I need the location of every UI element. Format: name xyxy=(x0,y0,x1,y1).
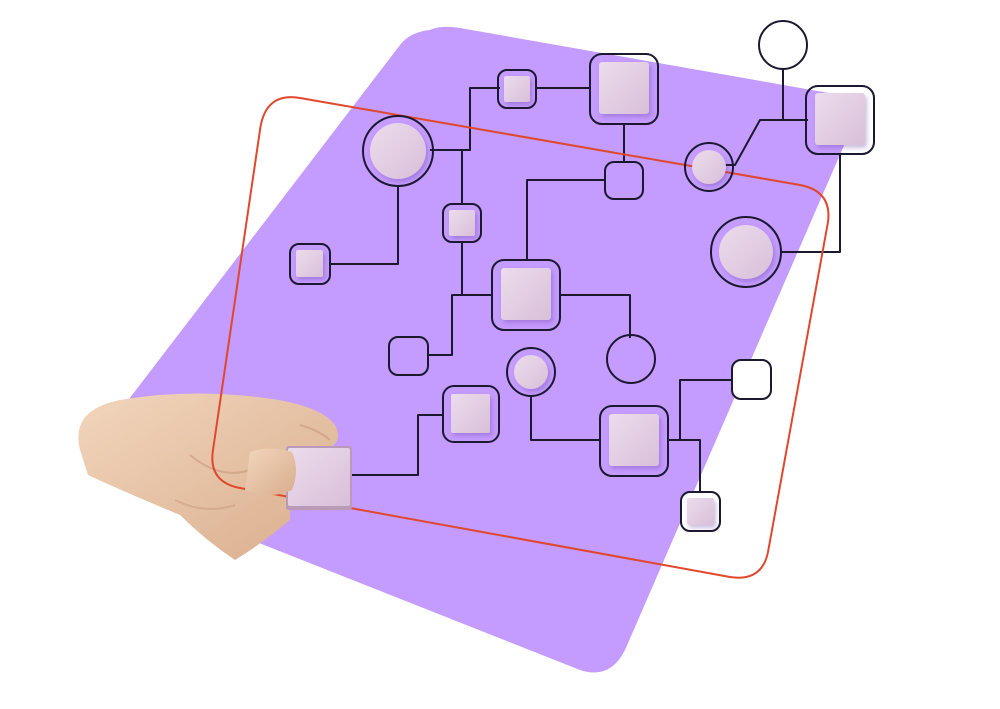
empty-square-node xyxy=(731,359,772,400)
square-node xyxy=(442,203,482,243)
square-node xyxy=(497,69,537,109)
square-node xyxy=(491,259,561,331)
red-outline-frame xyxy=(211,96,830,579)
empty-circle-node xyxy=(606,334,656,384)
square-node xyxy=(289,243,331,285)
purple-panel xyxy=(86,26,856,673)
square-node xyxy=(805,85,875,155)
hand-image xyxy=(78,393,339,560)
empty-square-node xyxy=(604,161,644,200)
square-node xyxy=(599,405,669,477)
circle-node xyxy=(362,115,434,187)
square-node xyxy=(589,53,659,125)
empty-circle-node xyxy=(758,20,808,70)
held-block xyxy=(286,446,352,510)
circle-node xyxy=(684,142,734,192)
empty-square-node xyxy=(388,336,429,376)
square-node xyxy=(442,385,500,443)
square-node xyxy=(680,491,721,532)
thumb xyxy=(245,448,296,495)
circle-node xyxy=(506,347,556,397)
circle-node xyxy=(710,216,782,288)
network-nodes xyxy=(289,20,875,532)
